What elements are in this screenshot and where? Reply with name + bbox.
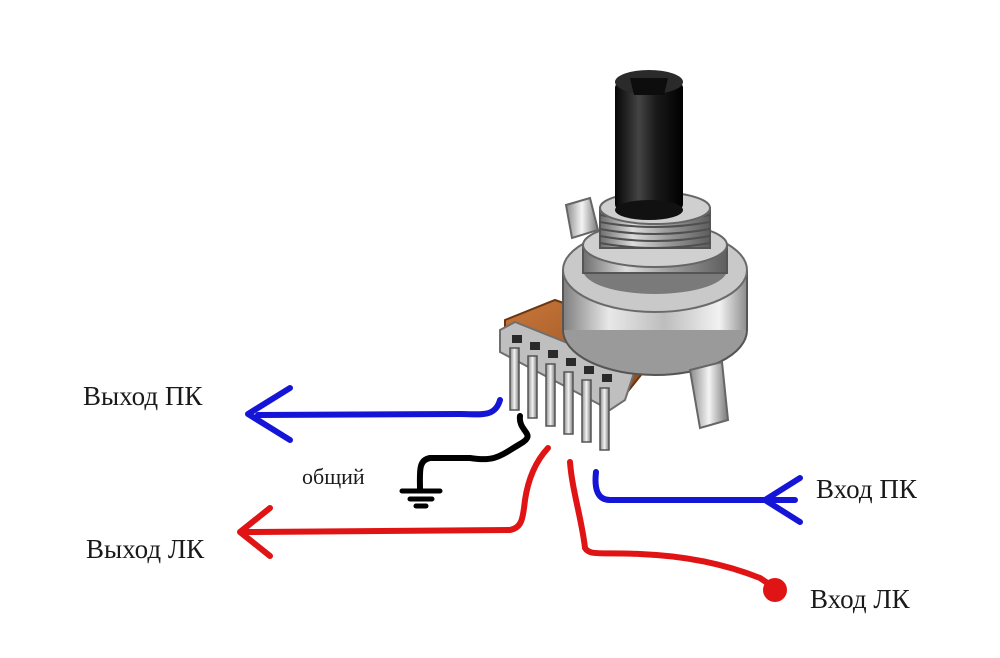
arrow-out-right-icon xyxy=(245,385,293,443)
wire-out-right xyxy=(255,397,503,418)
wire-in-right xyxy=(592,469,798,503)
pin-4 xyxy=(563,371,574,435)
pin-6 xyxy=(599,387,610,451)
wire-out-left xyxy=(245,445,551,535)
pin-2 xyxy=(527,355,538,419)
label-input-right: Вход ПК xyxy=(816,474,917,504)
shaft xyxy=(615,82,683,210)
pin-1 xyxy=(509,347,520,411)
arrow-in-right-icon xyxy=(762,475,803,525)
label-output-left: Выход ЛК xyxy=(86,534,205,564)
anti-rotation-tab xyxy=(564,196,600,240)
pins xyxy=(509,347,610,451)
ground-symbol-icon xyxy=(399,488,443,509)
mounting-tab xyxy=(688,360,730,430)
pin-5 xyxy=(581,379,592,443)
potentiometer xyxy=(499,70,748,451)
input-left-dot-icon xyxy=(763,578,787,602)
terminal-contacts xyxy=(512,335,612,382)
label-input-left: Вход ЛК xyxy=(810,584,910,614)
wire-common xyxy=(416,413,531,493)
label-common: общий xyxy=(302,464,365,489)
label-output-right: Выход ПК xyxy=(83,381,203,411)
arrow-out-left-icon xyxy=(237,505,273,559)
wire-in-left xyxy=(567,459,778,591)
pin-3 xyxy=(545,363,556,427)
